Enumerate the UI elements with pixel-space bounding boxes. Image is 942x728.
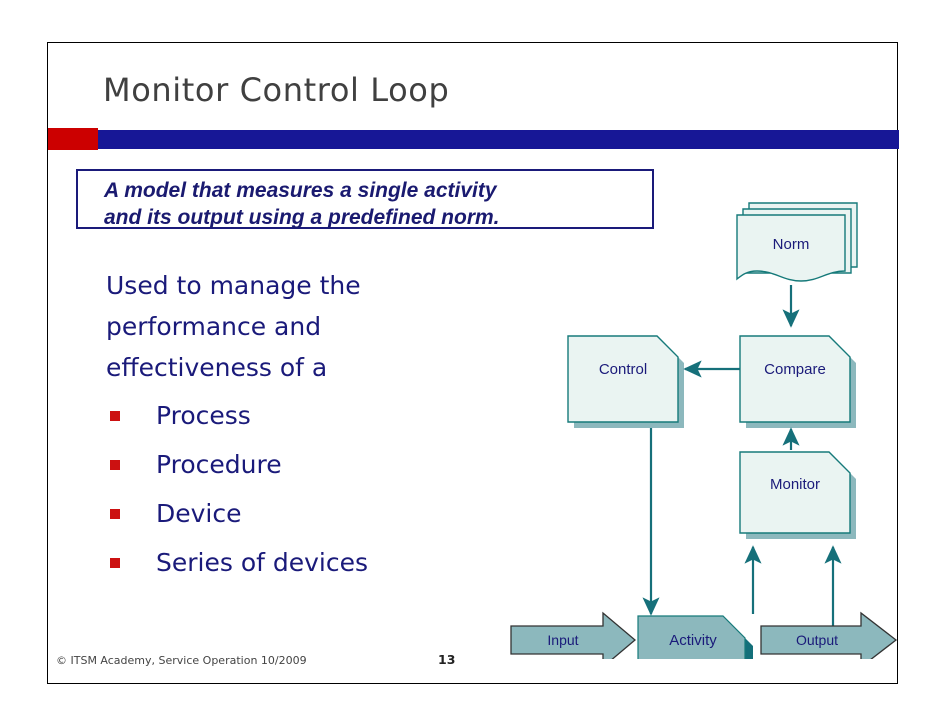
diagram-node-control: Control bbox=[567, 335, 684, 428]
title-divider-bar bbox=[48, 128, 899, 150]
diagram-node-monitor: Monitor bbox=[739, 451, 856, 539]
divider-red-block bbox=[48, 128, 98, 150]
body-paragraph: Used to manage the performance and effec… bbox=[106, 265, 436, 388]
diagram-node-monitor-label: Monitor bbox=[770, 476, 820, 493]
list-item: Procedure bbox=[110, 444, 450, 493]
bullet-label: Procedure bbox=[156, 450, 282, 479]
body-line-3: effectiveness of a bbox=[106, 353, 328, 382]
slide-canvas: Monitor Control Loop A model that measur… bbox=[47, 42, 899, 684]
monitor-control-loop-diagram: Norm Compare Control Monit bbox=[453, 159, 898, 659]
list-item: Device bbox=[110, 493, 450, 542]
diagram-node-activity: Activity bbox=[637, 615, 753, 659]
square-bullet-icon bbox=[110, 460, 120, 470]
bullet-list: Process Procedure Device Series of devic… bbox=[110, 395, 450, 591]
body-line-1: Used to manage the bbox=[106, 271, 361, 300]
diagram-node-output: Output bbox=[760, 611, 898, 659]
callout-line-2: and its output using a predefined norm. bbox=[104, 206, 500, 229]
diagram-node-activity-label: Activity bbox=[669, 632, 717, 649]
page-title: Monitor Control Loop bbox=[103, 71, 450, 109]
divider-blue-bar bbox=[98, 130, 899, 149]
diagram-node-compare: Compare bbox=[739, 335, 856, 428]
square-bullet-icon bbox=[110, 411, 120, 421]
diagram-node-compare-label: Compare bbox=[764, 361, 826, 378]
bullet-label: Process bbox=[156, 401, 251, 430]
diagram-node-norm-label: Norm bbox=[773, 236, 810, 253]
bullet-label: Series of devices bbox=[156, 548, 369, 577]
list-item: Process bbox=[110, 395, 450, 444]
diagram-node-input-label: Input bbox=[547, 632, 578, 648]
diagram-node-norm: Norm bbox=[736, 202, 858, 282]
list-item: Series of devices bbox=[110, 542, 450, 591]
definition-callout-box: A model that measures a single activity … bbox=[76, 169, 654, 229]
diagram-node-output-label: Output bbox=[796, 632, 838, 648]
callout-line-1: A model that measures a single activity bbox=[104, 179, 497, 202]
footer-copyright: © ITSM Academy, Service Operation 10/200… bbox=[56, 654, 307, 667]
body-line-2: performance and bbox=[106, 312, 322, 341]
diagram-node-control-label: Control bbox=[599, 361, 647, 378]
square-bullet-icon bbox=[110, 558, 120, 568]
footer-page-number: 13 bbox=[438, 652, 456, 667]
diagram-node-input: Input bbox=[510, 611, 637, 659]
bullet-label: Device bbox=[156, 499, 242, 528]
square-bullet-icon bbox=[110, 509, 120, 519]
